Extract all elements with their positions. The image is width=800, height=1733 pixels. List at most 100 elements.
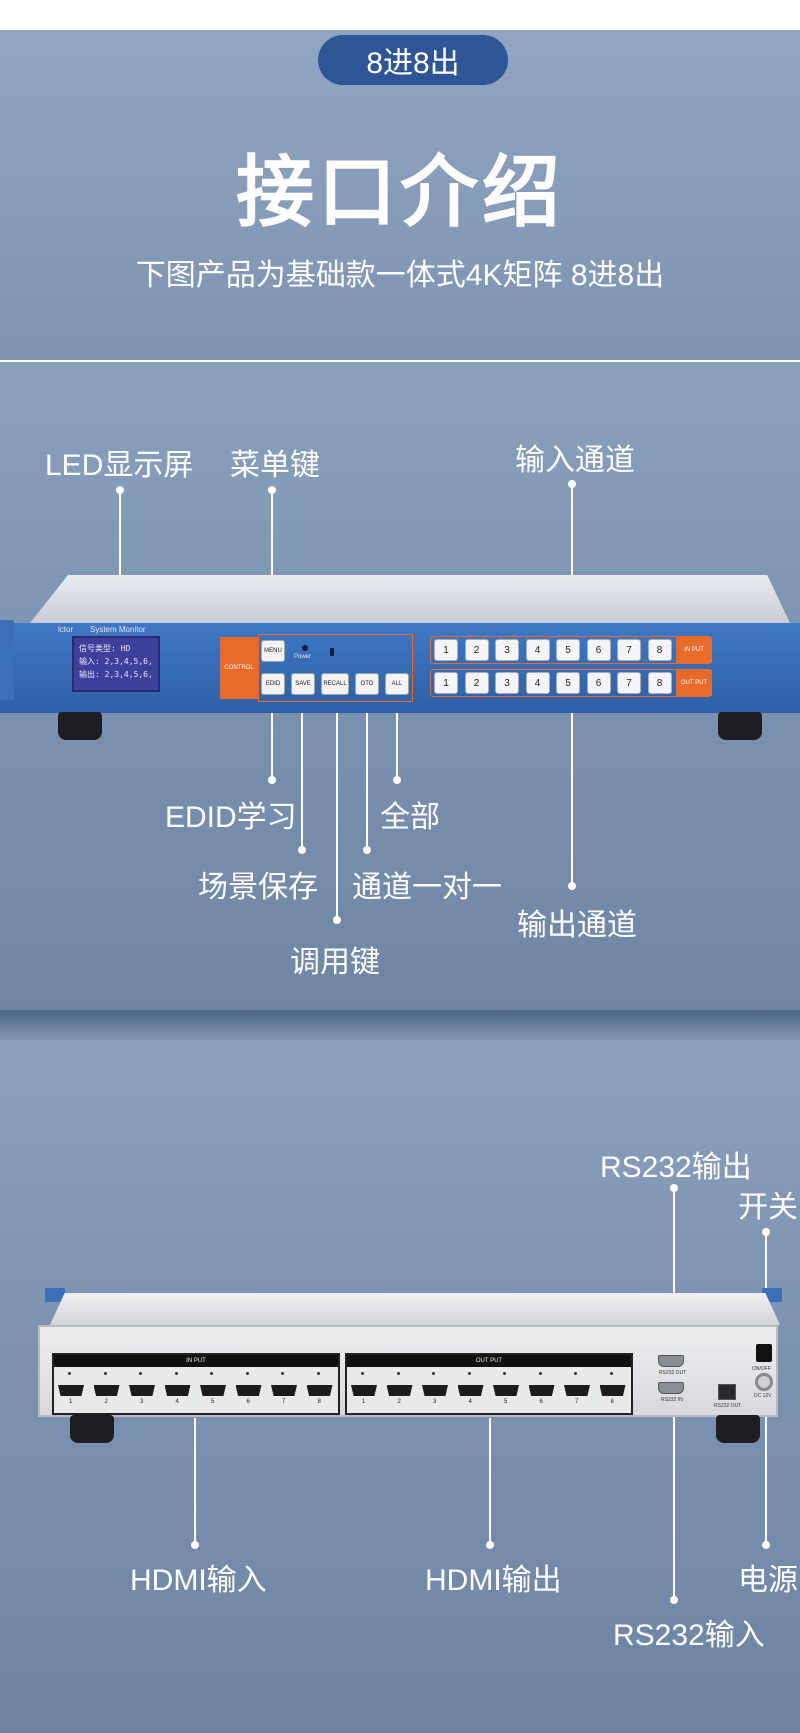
port-number: 7 [575, 1399, 579, 1405]
all-button[interactable]: ALL [385, 673, 409, 695]
output-channel-button-8[interactable]: 8 [647, 672, 672, 694]
status-led-icon [432, 1372, 435, 1375]
power-label: Power [294, 654, 312, 660]
pointer-line-rs232-out [673, 1188, 675, 1330]
rs232-in-port[interactable] [658, 1382, 684, 1394]
hdmi-in-port-6[interactable] [235, 1385, 262, 1396]
status-led-icon [281, 1372, 284, 1375]
device-foot [718, 712, 762, 740]
output-channel-button-2[interactable]: 2 [464, 672, 489, 694]
label-edid: EDID学习 [165, 801, 297, 834]
input-channel-button-7[interactable]: 7 [617, 639, 641, 661]
input-channel-button-2[interactable]: 2 [464, 639, 489, 661]
output-channel-button-4[interactable]: 4 [525, 672, 550, 694]
hdmi-out-port-8[interactable] [599, 1385, 626, 1396]
port-number: 2 [104, 1399, 108, 1405]
port-number: 4 [175, 1399, 179, 1405]
input-channel-button-1[interactable]: 1 [434, 639, 458, 661]
rs232-in-tag: RS232 IN [661, 1397, 683, 1403]
label-one-to-one: 通道一对一 [352, 871, 502, 904]
output-channel-button-5[interactable]: 5 [556, 672, 580, 694]
hdmi-in-port-4[interactable] [164, 1385, 191, 1396]
status-led-icon [330, 648, 334, 656]
status-led-icon [396, 1372, 400, 1375]
input-channel-button-3[interactable]: 3 [495, 639, 519, 661]
hdmi-in-port-1[interactable] [58, 1385, 84, 1396]
rack-ear-left [45, 1288, 65, 1302]
label-rs232-in: RS232输入 [613, 1619, 765, 1652]
output-channel-button-3[interactable]: 3 [495, 672, 519, 694]
port-number: 3 [433, 1399, 437, 1405]
monitor-prefix: lctor [58, 625, 74, 634]
edid-button[interactable]: EDID [261, 673, 285, 695]
back-top-cover [50, 1293, 780, 1325]
lcd-line: 信号类型: HD [79, 644, 131, 653]
label-input-channels: 输入通道 [515, 444, 635, 477]
pointer-line-recall [336, 700, 338, 920]
output-channel-button-7[interactable]: 7 [617, 672, 641, 694]
pointer-dot [762, 1541, 770, 1549]
status-led-icon [538, 1372, 542, 1375]
input-channel-button-8[interactable]: 8 [647, 639, 672, 661]
dc-power-jack[interactable] [755, 1373, 773, 1391]
pointer-line-output [571, 700, 573, 886]
hdmi-out-port-5[interactable] [493, 1385, 519, 1396]
output-channel-button-6[interactable]: 6 [586, 672, 611, 694]
status-led-icon [174, 1372, 178, 1375]
input-channel-button-5[interactable]: 5 [556, 639, 580, 661]
pointer-line-rs232-in [673, 1405, 675, 1600]
control-frame [258, 634, 413, 702]
hdmi-out-port-3[interactable] [422, 1385, 448, 1396]
port-number: 6 [539, 1399, 543, 1405]
monitor-label: System Monitor [90, 625, 146, 634]
device-foot [58, 712, 102, 740]
pointer-line-switch [765, 1232, 767, 1340]
hdmi-in-port-3[interactable] [129, 1385, 155, 1396]
onoff-tag: ON/OFF [752, 1366, 771, 1372]
status-led-icon [467, 1372, 471, 1375]
hdmi-in-port-2[interactable] [93, 1385, 120, 1396]
port-number: 7 [282, 1399, 286, 1405]
lcd-line: 输出: 2,3,4,5,6, [79, 670, 153, 679]
label-hdmi-in: HDMI输入 [130, 1564, 267, 1597]
status-led-icon [316, 1372, 320, 1375]
hdmi-in-port-7[interactable] [271, 1385, 297, 1396]
input-channel-button-4[interactable]: 4 [525, 639, 550, 661]
status-led-icon [503, 1372, 506, 1375]
menu-button[interactable]: MENU [261, 640, 285, 662]
pointer-dot [393, 776, 401, 784]
output-channel-button-1[interactable]: 1 [434, 672, 458, 694]
pointer-line-input [571, 484, 573, 640]
pointer-dot [333, 916, 341, 924]
recall-button[interactable]: RECALL [321, 673, 349, 695]
save-button[interactable]: SAVE [291, 673, 315, 695]
rj45-port[interactable] [718, 1384, 736, 1400]
rack-ear-left [0, 620, 14, 700]
oto-button[interactable]: OTO [355, 673, 379, 695]
port-number: 1 [69, 1399, 73, 1405]
hdmi-out-port-2[interactable] [386, 1385, 413, 1396]
status-led-icon [574, 1372, 577, 1375]
rs232-out-port[interactable] [658, 1355, 684, 1367]
port-number: 1 [362, 1399, 366, 1405]
status-led-icon [139, 1372, 142, 1375]
input-channel-button-6[interactable]: 6 [586, 639, 611, 661]
hdmi-in-port-5[interactable] [200, 1385, 226, 1396]
port-number: 8 [610, 1399, 614, 1405]
power-switch[interactable] [756, 1344, 772, 1362]
hdmi-out-port-6[interactable] [528, 1385, 555, 1396]
hdmi-input-group: IN PUT [52, 1353, 340, 1415]
device-top-cover [30, 575, 790, 623]
hdmi-out-port-7[interactable] [564, 1385, 590, 1396]
hdmi-in-port-8[interactable] [306, 1385, 333, 1396]
hdmi-out-port-4[interactable] [457, 1385, 484, 1396]
label-power-switch: 开关 [738, 1191, 798, 1224]
label-save-scene: 场景保存 [198, 871, 318, 904]
hdmi-out-port-1[interactable] [351, 1385, 377, 1396]
port-number: 8 [317, 1399, 321, 1405]
pointer-line-save [301, 700, 303, 850]
status-led-icon [103, 1372, 107, 1375]
pointer-dot [363, 846, 371, 854]
lcd-line: 输入: 2,3,4,5,6, [79, 657, 153, 666]
pointer-line-hdmi-out [489, 1418, 491, 1545]
